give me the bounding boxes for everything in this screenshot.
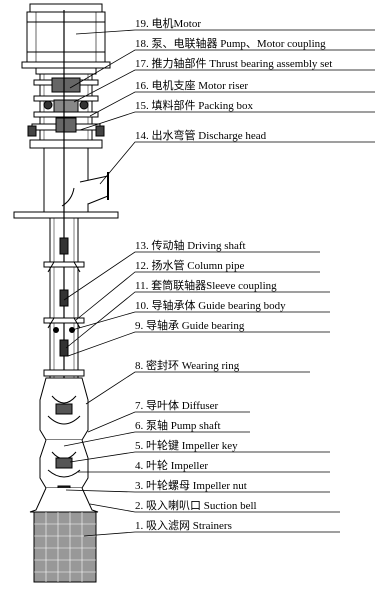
label-discharge-head: 14. 出水弯管 Discharge head: [135, 128, 267, 142]
leader-lines: [63, 29, 375, 537]
label-suction-bell: 2. 吸入喇叭口 Suction bell: [135, 498, 257, 512]
label-strainers: 1. 吸入滤网 Strainers: [135, 519, 232, 532]
motor-riser: [27, 67, 105, 149]
label-wearing-ring: 8. 密封环 Wearing ring: [135, 358, 240, 372]
column-pipe: [43, 218, 85, 378]
guide-bearings: [47, 237, 81, 357]
label-pump-shaft: 6. 泵轴 Pump shaft: [135, 418, 221, 432]
label-driving-shaft: 13. 传动轴 Driving shaft: [135, 238, 246, 252]
label-guide-bearing: 9. 导轴承 Guide bearing: [135, 318, 245, 332]
label-impeller-nut: 3. 叶轮螺母 Impeller nut: [135, 478, 247, 492]
pump-bowls: [39, 377, 89, 493]
label-diffuser: 7. 导叶体 Diffuser: [135, 398, 219, 412]
strainer: [33, 511, 97, 583]
label-pump-motor-coupling: 18. 泵、电联轴器 Pump、Motor coupling: [135, 36, 326, 50]
label-sleeve-coupling: 11. 套筒联轴器Sleeve coupling: [135, 278, 277, 292]
label-packing-box: 15. 填料部件 Packing box: [135, 98, 253, 112]
suction-bell: [29, 487, 99, 513]
label-guide-bearing-body: 10. 导轴承体 Guide bearing body: [135, 298, 286, 312]
label-motor-riser: 16. 电机支座 Motor riser: [135, 78, 248, 92]
label-column-pipe: 12. 扬水管 Column pipe: [135, 258, 245, 272]
motor: [21, 3, 111, 69]
label-impeller-key: 5. 叶轮键 Impeller key: [135, 438, 238, 452]
label-impeller: 4. 叶轮 Impeller: [135, 458, 208, 472]
label-motor: 19. 电机Motor: [135, 16, 201, 30]
discharge-head: [13, 148, 119, 219]
label-thrust-bearing: 17. 推力轴部件 Thrust bearing assembly set: [135, 56, 332, 70]
